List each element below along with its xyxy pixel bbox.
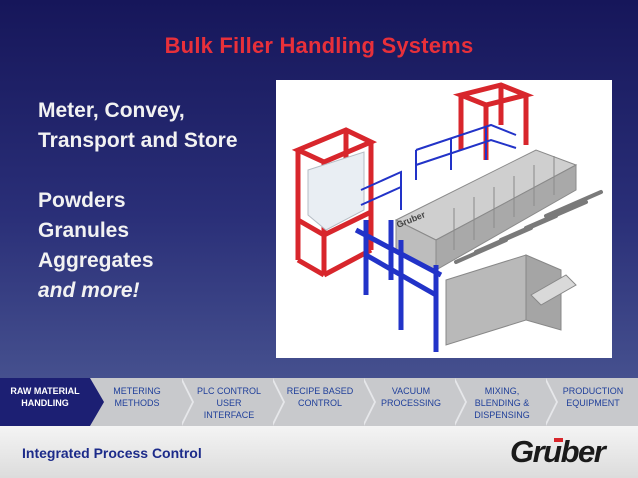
slide-title: Bulk Filler Handling Systems <box>164 33 474 58</box>
nav-tab-label: METERING METHODS <box>113 386 161 408</box>
feature-line: Transport and Store <box>38 129 238 152</box>
gruber-logo: Gruber <box>510 434 609 468</box>
spacer <box>38 156 268 186</box>
nav-separator <box>453 378 467 426</box>
nav-tab-vacuum-processing[interactable]: VACUUM PROCESSING <box>374 378 448 426</box>
nav-tab-label: PRODUCTION EQUIPMENT <box>562 386 624 408</box>
nav-tab-raw-material-handling[interactable]: RAW MATERIAL HANDLING <box>0 378 104 426</box>
material-item-more: and more! <box>38 279 140 302</box>
left-bag-frame <box>291 127 378 278</box>
nav-tab-label: VACUUM PROCESSING <box>380 386 441 408</box>
blue-railing <box>360 123 517 210</box>
nav-tab-plc-control[interactable]: PLC CONTROL USER INTERFACE <box>192 378 266 426</box>
section-nav: RAW MATERIAL HANDLING METERING METHODS P… <box>0 378 638 426</box>
footer-bar: Integrated Process Control <box>0 426 638 478</box>
nav-tab-label: RECIPE BASED CONTROL <box>286 386 354 408</box>
right-bag-frame <box>452 82 535 160</box>
bulk-handling-system-drawing: Gruber <box>291 82 603 352</box>
discharge-chute <box>530 274 577 306</box>
nav-separator <box>544 378 558 426</box>
nav-separator <box>362 378 376 426</box>
footer-tagline: Integrated Process Control <box>22 445 202 461</box>
material-item-aggregates: Aggregates <box>38 249 154 272</box>
nav-tab-label: PLC CONTROL USER INTERFACE <box>196 386 261 420</box>
blue-support-structure <box>354 220 443 352</box>
material-item-granules: Granules <box>38 219 130 242</box>
nav-separator <box>180 378 194 426</box>
nav-tab-metering-methods[interactable]: METERING METHODS <box>104 378 170 426</box>
equipment-illustration: Gruber <box>276 80 612 358</box>
machine-base <box>445 254 527 346</box>
feature-line: Meter, Convey, <box>38 99 185 122</box>
nav-tab-label: MIXING, BLENDING & DISPENSING <box>474 386 530 420</box>
nav-tab-label: RAW MATERIAL HANDLING <box>10 386 80 408</box>
hopper-side <box>435 164 577 271</box>
nav-tab-recipe-based-control[interactable]: RECIPE BASED CONTROL <box>283 378 357 426</box>
nav-tab-production-equipment[interactable]: PRODUCTION EQUIPMENT <box>556 378 630 426</box>
feature-list: Meter, Convey, Transport and Store Powde… <box>38 96 268 306</box>
logo-accent <box>554 438 563 442</box>
nav-tab-mixing-blending[interactable]: MIXING, BLENDING & DISPENSING <box>465 378 539 426</box>
nav-separator <box>271 378 285 426</box>
material-item-powders: Powders <box>38 189 126 212</box>
bulk-bag <box>307 151 365 231</box>
